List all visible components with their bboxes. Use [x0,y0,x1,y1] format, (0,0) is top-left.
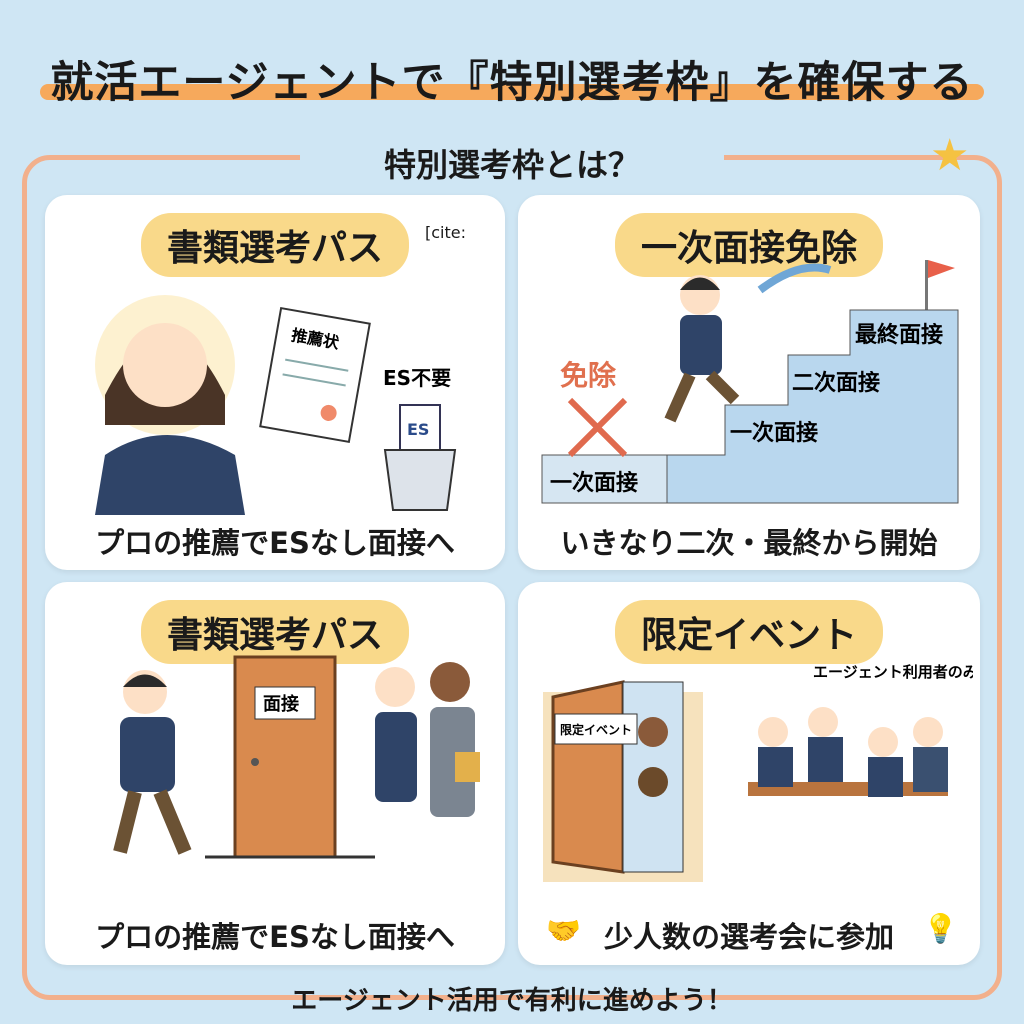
title-highlight [40,84,984,100]
recommendation-illustration: 推薦状 ES不要 ES [95,295,457,515]
page-subtitle: 特別選考枠とは？ [300,140,724,186]
es-unneeded-note: ES不要 [383,366,451,390]
event-illustration: 限定イベント エージェント利用者のみ [543,663,973,882]
card-first-interview-exempt: 一次面接免除 一次面接 一次面接 二次面接 最終面接 免除 いきなり二次・最終か… [518,195,980,570]
door-label: 限定イベント [560,722,632,737]
stairs-illustration: 一次面接 一次面接 二次面接 最終面接 免除 [541,260,959,504]
card-heading: 書類選考パス [140,600,410,664]
card-heading: 一次面接免除 [614,213,884,277]
card-document-pass-2: 書類選考パス 面接 プロの推薦でESなし面接へ [45,582,505,965]
cross-icon [567,397,628,458]
step-label: 一次面接 [550,470,638,496]
lightbulb-icon: 💡 [923,912,958,945]
trash-doc-label: ES [407,420,429,439]
page-title: 就活エージェントで『特別選考枠』を確保する [50,58,974,108]
star-icon: ★ [930,130,970,181]
exempt-label: 免除 [560,359,617,392]
card-limited-event: 限定イベント 限定イベント エージェント利用者のみ 🤝 少人数の選考会に参加 💡 [518,582,980,965]
card-caption: プロの推薦でESなし面接へ [95,526,455,560]
card-heading: 限定イベント [614,600,884,664]
door-label: 面接 [263,693,299,715]
handshake-icon: 🤝 [546,914,581,947]
card-heading: 書類選考パス [140,213,410,277]
stray-text: [cite: [425,223,466,242]
members-only-note: エージェント利用者のみ [813,663,973,681]
card-caption: 少人数の選考会に参加 [603,920,894,954]
interview-door-illustration: 面接 [113,655,480,859]
step-label: 二次面接 [792,370,880,396]
card-document-pass: 書類選考パス [cite: 推薦状 ES不要 ES プロの推薦でESなし面接へ [45,195,505,570]
footer-message: エージェント活用で有利に進めよう！ [291,986,733,1016]
step-label: 一次面接 [730,420,818,446]
card-caption: いきなり二次・最終から開始 [560,526,938,560]
card-caption: プロの推薦でESなし面接へ [95,920,455,954]
step-label: 最終面接 [855,322,943,348]
